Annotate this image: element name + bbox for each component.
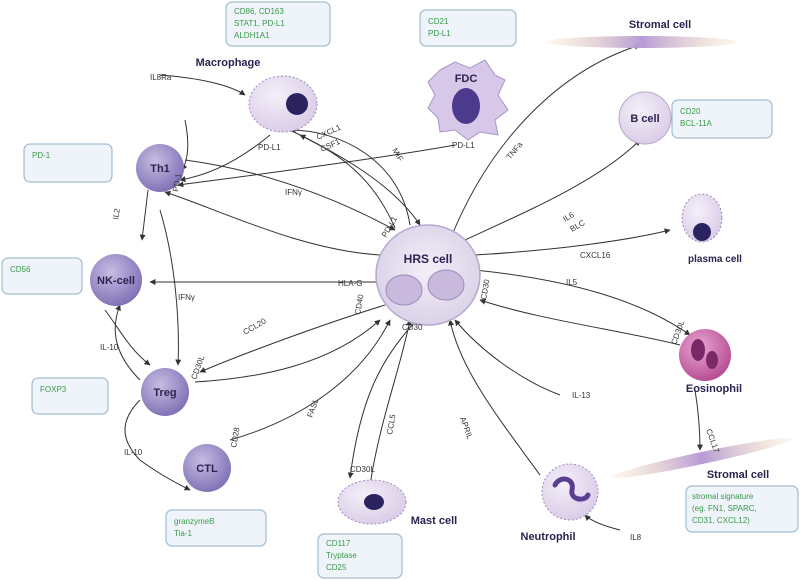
- molecule-label: TNFa: [505, 140, 525, 162]
- cell-label: HRS cell: [404, 252, 453, 266]
- ctl-cell: CTL: [183, 444, 231, 492]
- box-line: ALDH1A1: [234, 31, 270, 40]
- molecule-label: PD-L1: [452, 141, 475, 150]
- box-line: CD31, CXCL12): [692, 516, 750, 525]
- molecule-label: HLA-G: [338, 279, 362, 288]
- marker-box-th1: PD-1: [23, 143, 113, 183]
- plasma-cell: plasma cell: [681, 193, 742, 265]
- macrophage-cell: Macrophage: [196, 57, 318, 133]
- cell-label: Eosinophil: [686, 383, 742, 395]
- box-line: FOXP3: [40, 385, 67, 394]
- molecule-label: IL5: [566, 278, 578, 287]
- stromal-cell-bottom: Stromal cell: [612, 437, 792, 481]
- molecule-label: IL8: [630, 533, 642, 542]
- molecule-label: CXCL16: [580, 251, 611, 260]
- molecule-label: IFNγ: [178, 293, 195, 302]
- marker-box-bcell: CD20 BCL-11A: [671, 99, 773, 139]
- molecule-label: APRIL: [458, 416, 475, 441]
- cell-label: Stromal cell: [629, 19, 691, 31]
- molecule-label: PD-1: [171, 172, 183, 192]
- molecule-label: CD30: [402, 323, 423, 332]
- box-line: STAT1, PD-L1: [234, 19, 285, 28]
- molecule-labels: IL8Ra PD-L1 CXCL1 CSF1 MIF PD-L1 TNFa IF…: [100, 73, 721, 542]
- cell-label: CTL: [196, 463, 218, 475]
- box-line: granzymeB: [174, 517, 214, 526]
- box-line: PD-L1: [428, 29, 451, 38]
- marker-box-mast: CD117 Tryptase CD25: [317, 533, 403, 579]
- hrs-cell: HRS cell: [375, 224, 481, 326]
- cell-label: plasma cell: [688, 254, 742, 265]
- molecule-label: IL8Ra: [150, 73, 172, 82]
- box-line: PD-1: [32, 151, 51, 160]
- marker-box-fdc: CD21 PD-L1: [419, 9, 517, 47]
- eosinophil-cell: Eosinophil: [679, 329, 742, 395]
- treg-cell: Treg: [141, 368, 189, 416]
- cell-label: Th1: [150, 163, 170, 175]
- molecule-label: PD-L1: [258, 143, 281, 152]
- molecule-label: CD30L: [189, 354, 206, 381]
- molecule-label: IL-10: [100, 343, 119, 352]
- molecule-label: CCL5: [385, 413, 398, 435]
- cell-label: Stromal cell: [707, 469, 769, 481]
- marker-box-treg: FOXP3: [31, 377, 109, 415]
- molecule-label: CD28: [229, 426, 242, 448]
- nk-cell: NK-cell: [90, 254, 142, 306]
- cell-label: NK-cell: [97, 275, 135, 287]
- fdc-cell: FDC: [427, 59, 509, 141]
- box-line: stromal signature: [692, 492, 754, 501]
- molecule-label: MIF: [390, 147, 405, 164]
- molecule-label: IFNγ: [285, 188, 302, 197]
- molecule-label: CD40: [353, 293, 366, 315]
- molecule-label: CD30: [479, 278, 492, 300]
- interaction-arrows: [104, 43, 703, 531]
- stromal-cell-top: Stromal cell: [547, 19, 737, 48]
- box-line: CD117: [326, 539, 351, 548]
- cell-label: Neutrophil: [521, 531, 576, 543]
- th1-cell: Th1: [136, 144, 184, 192]
- mast-cell: Mast cell: [337, 479, 457, 527]
- marker-box-macrophage: CD86, CD163 STAT1, PD-L1 ALDH1A1: [225, 1, 331, 47]
- box-line: CD86, CD163: [234, 7, 284, 16]
- cell-label: FDC: [455, 73, 478, 85]
- molecule-label: FASL: [305, 397, 320, 419]
- box-line: CD20: [680, 107, 701, 116]
- box-line: CD56: [10, 265, 31, 274]
- marker-box-nk: CD56: [1, 257, 83, 295]
- molecule-label: IL-13: [572, 391, 591, 400]
- molecule-label: IL2: [111, 207, 122, 220]
- molecule-label: CCL17: [704, 428, 721, 455]
- box-line: CD25: [326, 563, 347, 572]
- marker-box-stromal-bottom: stromal signature (eg. FN1, SPARC, CD31,…: [685, 485, 799, 533]
- cell-label: Mast cell: [411, 515, 457, 527]
- box-line: Tia-1: [174, 529, 192, 538]
- box-line: (eg. FN1, SPARC,: [692, 504, 757, 513]
- marker-box-ctl: granzymeB Tia-1: [165, 509, 267, 547]
- molecule-label: IL-10: [124, 448, 143, 457]
- neutrophil-cell: Neutrophil: [521, 463, 599, 543]
- molecule-label: CD30L: [350, 465, 375, 474]
- cell-label: B cell: [630, 113, 659, 125]
- cell-label: Treg: [153, 387, 176, 399]
- b-cell: B cell: [618, 91, 672, 145]
- box-line: BCL-11A: [680, 119, 713, 128]
- cell-label: Macrophage: [196, 57, 261, 69]
- box-line: Tryptase: [326, 551, 357, 560]
- molecule-label: CCL20: [242, 316, 269, 337]
- box-line: CD21: [428, 17, 449, 26]
